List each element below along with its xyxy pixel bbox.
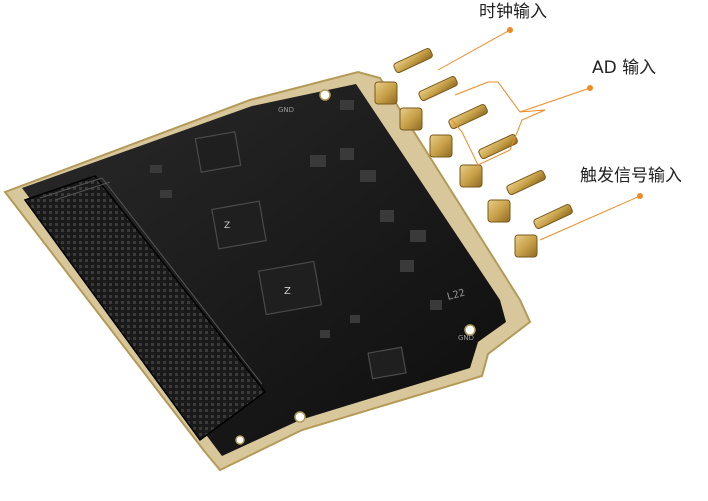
silkscreen-gnd-top: GND bbox=[278, 106, 294, 114]
small-components bbox=[150, 100, 442, 338]
sma-clock bbox=[374, 48, 433, 105]
sma-ad-4 bbox=[487, 170, 546, 223]
trigger-input-label: 触发信号输入 bbox=[580, 166, 682, 186]
sma-ad-3 bbox=[459, 134, 518, 188]
svg-text:Z: Z bbox=[224, 221, 230, 231]
mounting-holes bbox=[235, 89, 476, 445]
sma-trigger bbox=[514, 204, 573, 258]
silkscreen-gnd-bottom: GND bbox=[458, 334, 474, 342]
leader-lines bbox=[437, 27, 643, 241]
silkscreen-board-marking: L22 bbox=[446, 288, 466, 303]
sma-connectors bbox=[374, 48, 573, 258]
clock-input-label: 时钟输入 bbox=[479, 2, 547, 22]
fmc-connector bbox=[23, 175, 267, 442]
sma-ad-2 bbox=[429, 104, 488, 158]
sma-ad-1 bbox=[399, 76, 458, 131]
chips bbox=[194, 131, 407, 380]
svg-text:Z: Z bbox=[284, 286, 291, 297]
ad-input-label: AD 输入 bbox=[592, 58, 657, 78]
